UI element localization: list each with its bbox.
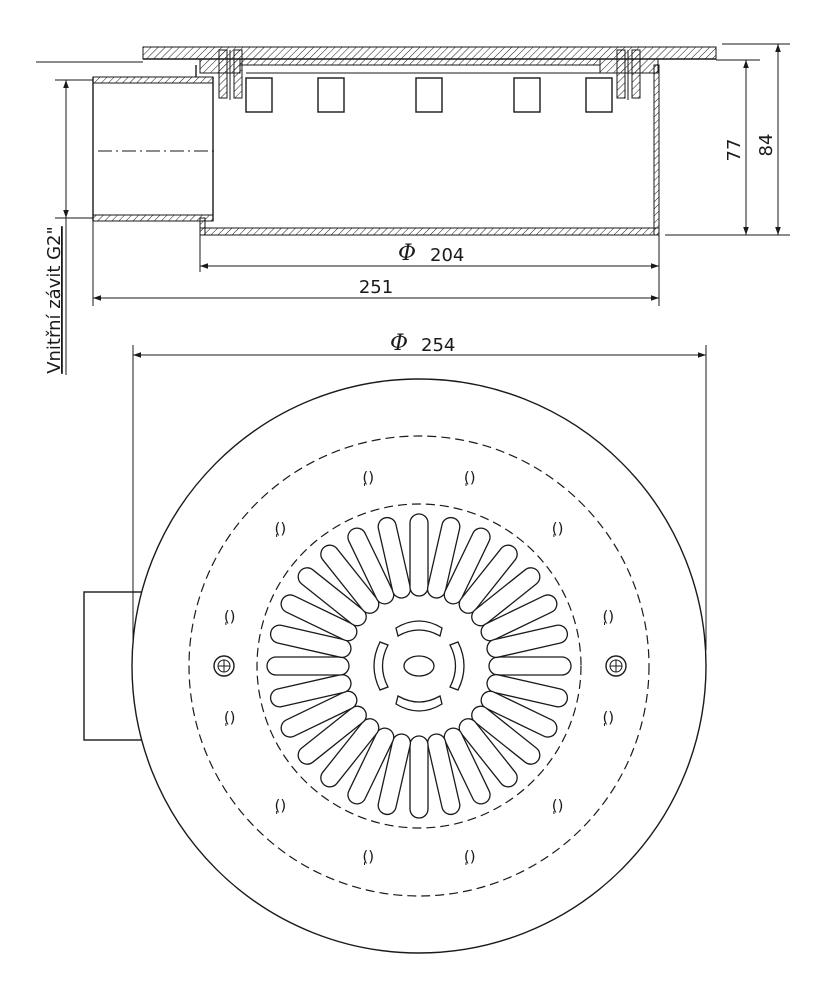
perimeter-mark: (̩) <box>552 797 564 815</box>
grate-slot <box>443 727 491 805</box>
mounting-screw-right <box>605 655 627 677</box>
dim-length: 251 <box>359 277 393 298</box>
dashed-body-circle <box>188 435 650 897</box>
grate-slot <box>486 624 569 659</box>
grate-slot <box>486 673 569 708</box>
grate-slot <box>269 673 352 708</box>
body-right-wall <box>653 64 660 236</box>
grate-slot <box>458 544 518 614</box>
perimeter-mark: (̩) <box>224 607 236 625</box>
dim-phi-254-symbol: Φ <box>390 331 408 356</box>
grate-center <box>373 620 465 712</box>
perimeter-mark: (̩) <box>275 519 287 537</box>
top-view: Φ 254 (̩)(̩)(̩)(̩)(̩)(̩)(̩)(̩)(̩)(̩)(̩)(… <box>83 331 707 954</box>
grate-slot <box>297 705 367 765</box>
perimeter-mark: (̩) <box>602 709 614 727</box>
grate-slot <box>280 594 358 642</box>
grate-slot <box>320 718 380 788</box>
dim-height-inner: 77 <box>724 139 745 162</box>
grate-slot <box>471 567 541 627</box>
grate-slots <box>266 513 572 819</box>
perimeter-mark: (̩) <box>602 607 614 625</box>
grate-slot <box>347 527 395 605</box>
grate-slot <box>320 544 380 614</box>
grate-slot <box>377 733 412 816</box>
grate-slot <box>471 705 541 765</box>
side-view: 77 84 Vnitřní závit G2" Φ 204 251 <box>36 43 790 375</box>
grate-slot <box>409 513 429 597</box>
dim-phi-204-symbol: Φ <box>398 241 416 266</box>
perimeter-mark: (̩) <box>275 797 287 815</box>
grate-pins <box>245 72 613 113</box>
mounting-screw-left <box>213 655 235 677</box>
grate-slot <box>377 516 412 599</box>
perimeter-mark: (̩) <box>464 469 476 487</box>
dim-phi-254-value: 254 <box>421 335 455 356</box>
grate-slot <box>443 527 491 605</box>
grate-slot <box>297 567 367 627</box>
grate-slot <box>488 656 572 676</box>
grate-slot <box>280 690 358 738</box>
perimeter-mark: (̩) <box>552 519 564 537</box>
top-flange <box>142 46 717 60</box>
outlet-pipe <box>92 65 218 222</box>
perimeter-marks: (̩) (̩) (̩) (̩) (̩) (̩) (̩) (̩) (̩) (̩) (̩) (̩) <box>224 469 614 866</box>
perimeter-mark: (̩) <box>464 847 476 865</box>
dim-phi-204-value: 204 <box>430 245 464 266</box>
grate-slot <box>266 656 350 676</box>
grate-slot <box>458 718 518 788</box>
perimeter-mark: (̩) <box>362 847 374 865</box>
dashed-grate-circle <box>256 503 582 829</box>
perimeter-mark: (̩) <box>362 469 374 487</box>
thread-label: Vnitřní závit G2" <box>44 226 65 374</box>
body-bottom <box>199 227 660 236</box>
dim-height-total: 84 <box>756 134 777 157</box>
grate-slot <box>480 594 558 642</box>
grate-slot <box>409 735 429 819</box>
grate-slot <box>426 516 461 599</box>
cover-plate <box>239 58 601 66</box>
grate-slot <box>426 733 461 816</box>
perimeter-mark: (̩) <box>224 709 236 727</box>
grate-slot <box>347 727 395 805</box>
grate-slot <box>269 624 352 659</box>
grate-slot <box>480 690 558 738</box>
